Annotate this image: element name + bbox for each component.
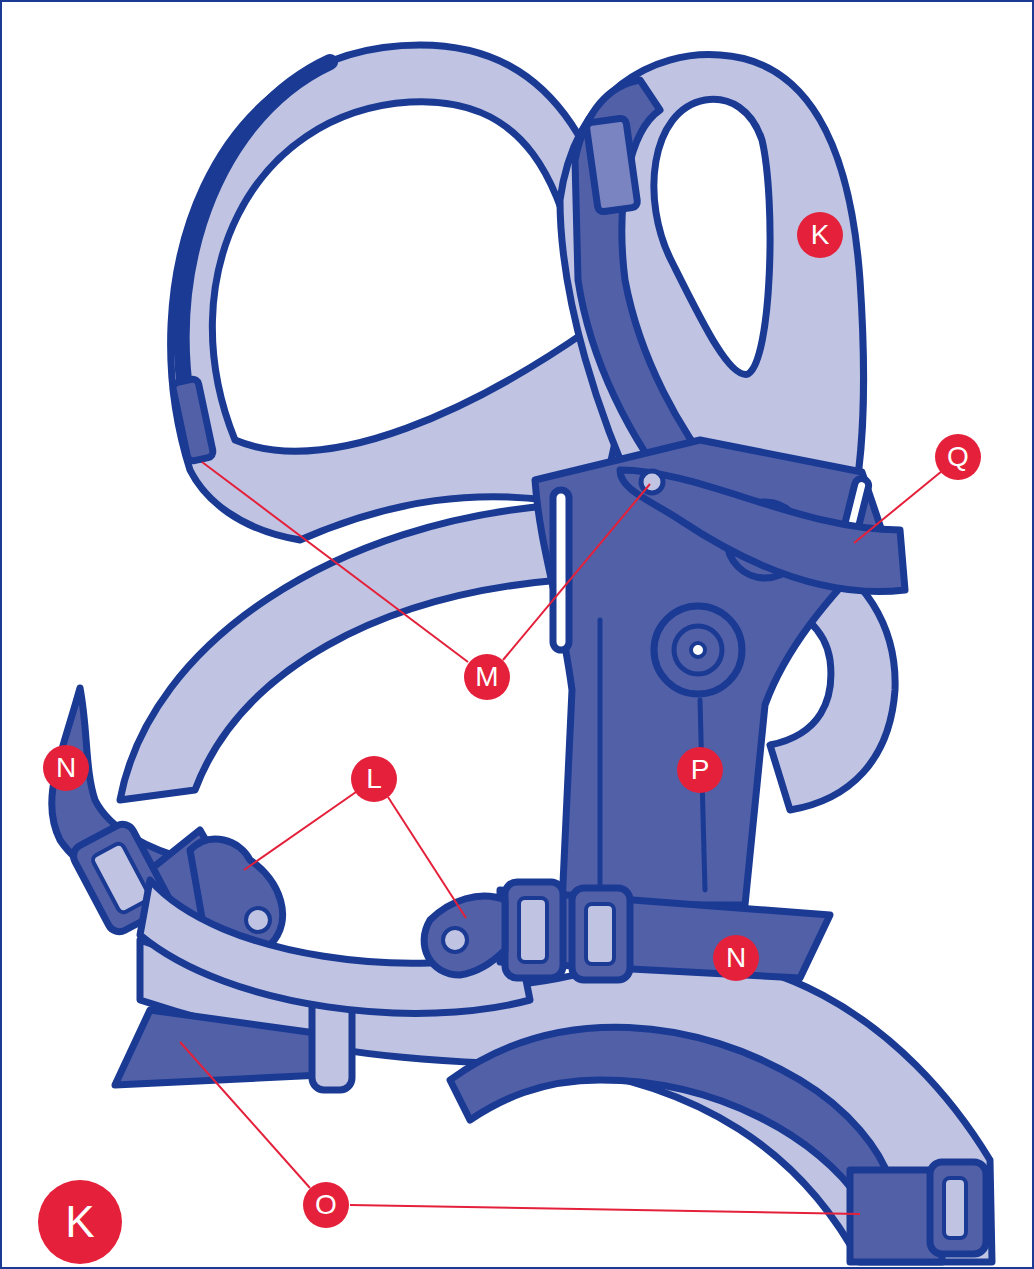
adjuster-knob [674, 626, 722, 674]
strap-buckle [505, 882, 563, 978]
strap-buckle [91, 842, 151, 914]
leader-line [202, 462, 468, 662]
leader-line [388, 797, 466, 918]
callout-letter: L [351, 756, 397, 802]
strap-buckle [944, 1178, 966, 1238]
callout-letter: K [38, 1180, 122, 1264]
hip-strap-end [115, 1010, 330, 1085]
buckle-strap [620, 470, 905, 592]
callout-letter: N [43, 745, 89, 791]
buckle-clip [424, 896, 505, 975]
buckle-slot [553, 490, 569, 650]
callout-letter: Q [935, 434, 981, 480]
strap-slider [172, 378, 214, 462]
strap-buckle [930, 1162, 986, 1254]
callout-letter: M [464, 654, 510, 700]
strap-hole [654, 99, 770, 374]
buckle-hole [443, 928, 467, 952]
strap-hole [212, 102, 588, 451]
strap-buckle [586, 904, 614, 964]
front-webbing [450, 1027, 890, 1200]
callout-letter: N [713, 935, 759, 981]
leader-line [503, 484, 650, 660]
callout-letter: O [303, 1182, 349, 1228]
leader-line [350, 1205, 860, 1214]
adjuster-knob [654, 606, 742, 694]
strap-buckle [519, 898, 547, 962]
callout-letter: K [797, 212, 843, 258]
strap-slider [586, 118, 638, 213]
waist-band-lower [140, 880, 530, 1013]
strap-buckle [572, 888, 630, 980]
leader-line [180, 1042, 310, 1188]
callout-letter: P [677, 747, 723, 793]
leader-line [244, 792, 356, 870]
leader-line [854, 471, 942, 543]
adjuster-knob [691, 643, 705, 657]
buckle-hole [246, 908, 270, 932]
